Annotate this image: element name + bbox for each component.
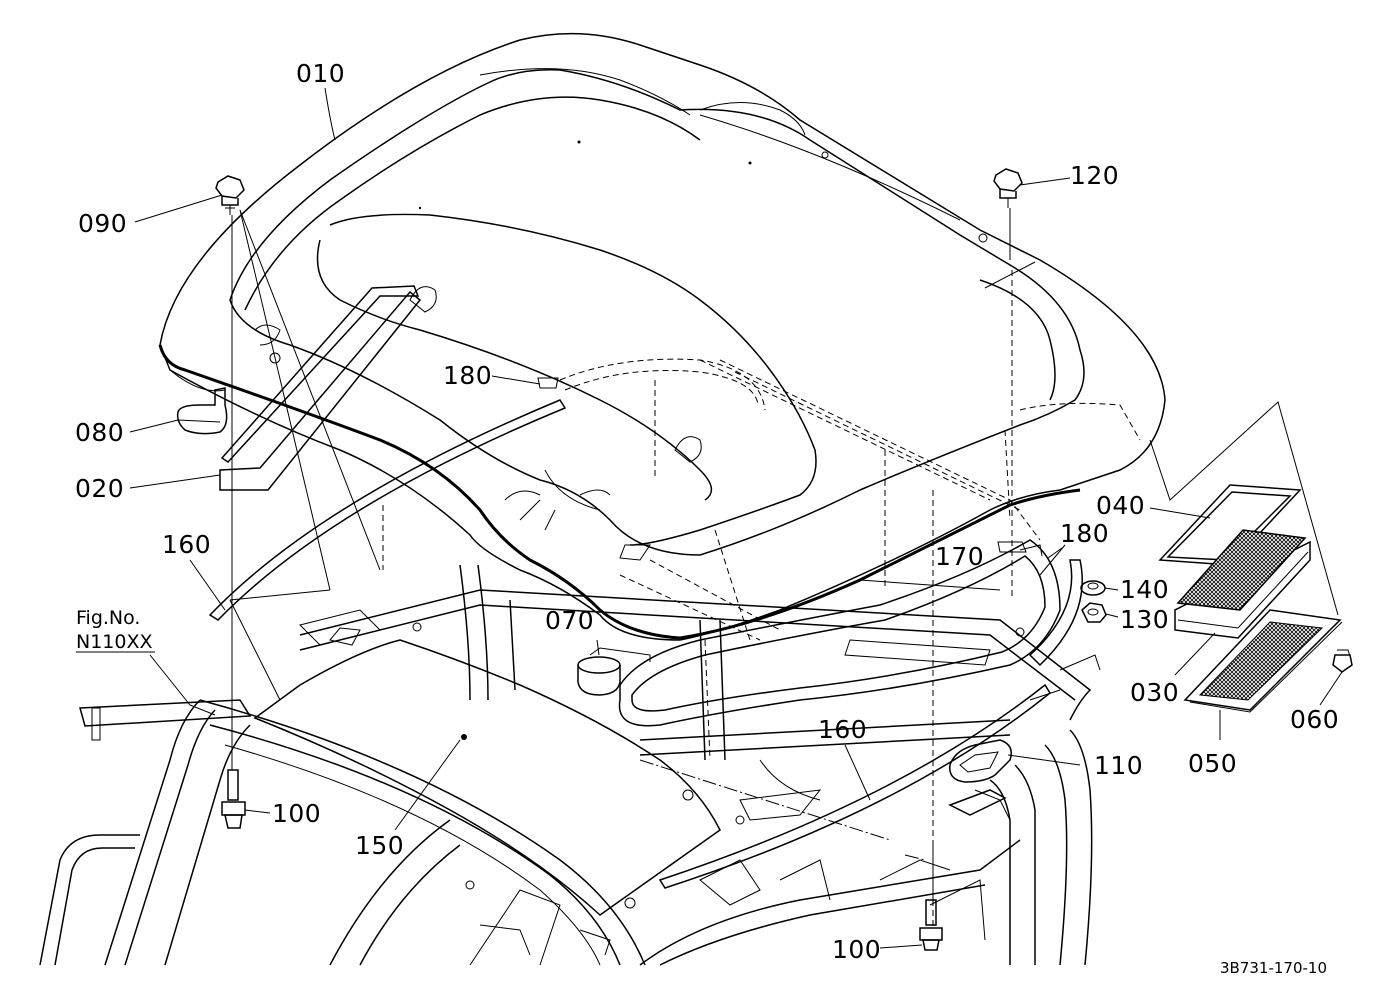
callout-170: 170 [935,542,984,571]
callout-130: 130 [1120,605,1169,634]
roof-panel-010 [158,32,1166,641]
callout-180-right: 180 [1060,519,1109,548]
callout-140: 140 [1120,575,1169,604]
callout-010: 010 [296,59,345,88]
filter-frame-040 [1158,484,1302,566]
bolt-100-left [221,769,246,829]
callout-110: 110 [1094,751,1143,780]
figure-ref-label: Fig.No. [76,607,140,629]
callout-180-upper: 180 [443,361,492,390]
bolt-120 [993,168,1023,208]
filter-030 [1174,529,1311,639]
seal-020 [219,285,422,491]
callout-030: 030 [1130,678,1179,707]
callout-020: 020 [75,474,124,503]
callout-080: 080 [75,418,124,447]
trim-strip-160-lower [658,683,1051,889]
figure-ref-number: N110XX [76,631,153,653]
callout-160-left: 160 [162,530,211,559]
callout-160-lower: 160 [818,715,867,744]
leader-lines [129,87,1343,949]
cap-070 [577,647,651,696]
seal-loop-170 [618,539,1083,727]
cover-050 [1183,609,1343,713]
callout-090: 090 [78,209,127,238]
trim-strip-160-left [208,399,567,621]
drawing-number: 3B731-170-10 [1220,959,1327,977]
callout-050: 050 [1188,749,1237,778]
headliner-150 [253,609,721,916]
assembly-lines-right [1149,401,1339,616]
cab-frame [39,564,1101,966]
phantom-lines [231,270,1141,930]
washer-140 [1080,580,1106,596]
callout-150: 150 [355,831,404,860]
callout-100-bottom: 100 [832,935,881,964]
callout-070: 070 [545,606,594,635]
handle-110 [949,739,1012,783]
callout-060: 060 [1290,705,1339,734]
bracket-080 [176,387,228,435]
callout-labels: 010 090 120 180 080 020 160 040 170 180 … [75,59,1339,977]
callout-040: 040 [1096,491,1145,520]
assembly-lines-left [229,209,381,701]
bolt-090 [215,175,245,215]
screw-060 [1332,649,1353,673]
callout-100-left: 100 [272,799,321,828]
nut-130 [1081,602,1107,623]
bolt-100-bottom [919,899,943,951]
callout-120: 120 [1070,161,1119,190]
